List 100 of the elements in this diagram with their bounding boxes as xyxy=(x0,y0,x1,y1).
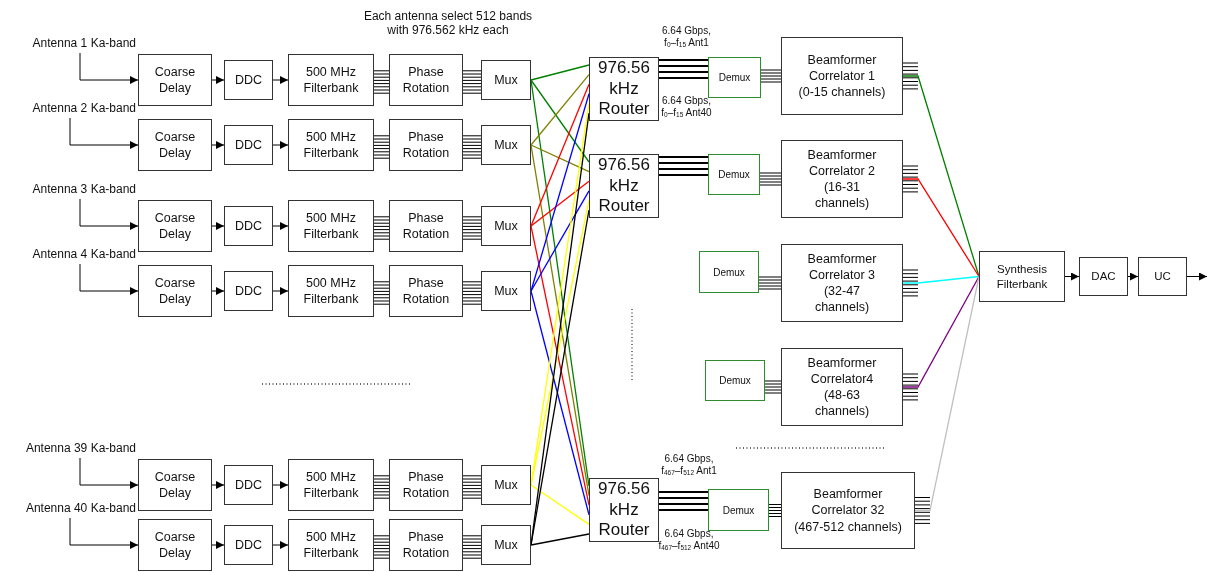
mux-box xyxy=(481,125,531,165)
arrow xyxy=(272,287,289,295)
block-label: Mux xyxy=(494,71,518,89)
filterbank-box xyxy=(288,519,374,571)
demux-box xyxy=(708,57,761,98)
arrow xyxy=(272,141,289,149)
note-text: 6.64 Gbps, f$_{0}$–f$_{15}$ Ant40 xyxy=(660,95,713,118)
block-label: Coarse Delay xyxy=(153,63,197,97)
block-label: 976.56 kHz Router xyxy=(597,479,651,541)
arrow xyxy=(1127,272,1139,281)
mux-box xyxy=(481,60,531,100)
coarse-delay-box xyxy=(138,119,212,171)
block-label: Beamformer Correlator 1 (0-15 channels) xyxy=(797,51,887,101)
connector-line xyxy=(530,93,590,292)
arrow xyxy=(211,76,225,84)
bus-lines xyxy=(373,70,390,94)
router-box xyxy=(589,478,659,542)
block-label: Mux xyxy=(494,476,518,494)
router-box xyxy=(589,57,659,121)
bus-lines xyxy=(373,475,390,499)
block-label: Coarse Delay xyxy=(153,528,197,562)
block-label: UC xyxy=(1154,269,1171,284)
demux-box xyxy=(708,154,760,195)
block-label: Phase Rotation xyxy=(401,128,451,162)
coarse-delay-box xyxy=(138,265,212,317)
phase-rotation-box xyxy=(389,459,463,511)
arrow xyxy=(272,541,289,549)
block-label: 500 MHz Filterbank xyxy=(302,468,360,502)
connector-line xyxy=(530,180,590,227)
block-label: Mux xyxy=(494,536,518,554)
upconverter-box xyxy=(1138,257,1187,296)
antenna-label: Antenna 2 Ka-band xyxy=(10,100,136,116)
ddc-box xyxy=(224,60,273,100)
block-label: Phase Rotation xyxy=(401,528,451,562)
bus-lines xyxy=(759,172,782,186)
arrow xyxy=(211,541,225,549)
block-label: Phase Rotation xyxy=(401,274,451,308)
bus-lines xyxy=(373,135,390,159)
bus-lines xyxy=(462,475,482,499)
block-label: Phase Rotation xyxy=(401,63,451,97)
arrow xyxy=(69,517,139,549)
mux-box xyxy=(481,525,531,565)
phase-rotation-box xyxy=(389,119,463,171)
bus-lines xyxy=(760,69,782,83)
connector-line xyxy=(902,178,980,278)
arrow xyxy=(211,141,225,149)
bus-lines xyxy=(462,535,482,559)
mux-box xyxy=(481,271,531,311)
block-label: DDC xyxy=(234,217,263,235)
beamformer-box xyxy=(781,244,903,322)
arrow xyxy=(79,52,139,84)
block-label: Coarse Delay xyxy=(153,274,197,308)
connector-line xyxy=(902,275,980,388)
connector-line xyxy=(530,83,590,227)
bus-lines xyxy=(768,504,782,517)
beamformer-box xyxy=(781,140,903,218)
coarse-delay-box xyxy=(138,200,212,252)
bus-lines xyxy=(764,380,782,394)
bus-lines xyxy=(658,156,709,176)
block-label: Mux xyxy=(494,136,518,154)
antenna-label: Antenna 4 Ka-band xyxy=(10,246,136,262)
coarse-delay-box xyxy=(138,519,212,571)
block-label: Synthesis Filterbank xyxy=(995,261,1049,292)
ddc-box xyxy=(224,525,273,565)
bus-lines xyxy=(462,135,482,159)
router-box xyxy=(589,154,659,218)
demux-box xyxy=(708,489,769,531)
arrow xyxy=(79,198,139,230)
arrow xyxy=(272,481,289,489)
note-text: 6.64 Gbps, f$_{467}$–f$_{512}$ Ant40 xyxy=(657,528,721,551)
block-label: DDC xyxy=(234,282,263,300)
arrow xyxy=(69,117,139,149)
note-text: Each antenna select 512 bands with 976.562 kHz each xyxy=(362,10,534,38)
filterbank-box xyxy=(288,200,374,252)
arrow xyxy=(272,76,289,84)
coarse-delay-box xyxy=(138,54,212,106)
connector-line xyxy=(530,64,590,81)
connector-line xyxy=(530,484,590,526)
block-label: 500 MHz Filterbank xyxy=(302,128,360,162)
connector-line xyxy=(914,275,980,512)
block-label: 500 MHz Filterbank xyxy=(302,209,360,243)
beamformer-box xyxy=(781,472,915,549)
block-label: DDC xyxy=(234,476,263,494)
arrow xyxy=(1064,272,1080,281)
note-text: 6.64 Gbps, f$_{467}$–f$_{512}$ Ant1 xyxy=(660,453,718,476)
block-label: Beamformer Correlator 32 (467-512 channels) xyxy=(794,486,902,535)
block-label: Beamformer Correlator 2 (16-31 channels) xyxy=(806,146,878,212)
mux-box xyxy=(481,206,531,246)
bus-lines xyxy=(373,535,390,559)
connector-line xyxy=(530,209,590,546)
filterbank-box xyxy=(288,459,374,511)
ddc-box xyxy=(224,206,273,246)
connector-line xyxy=(530,290,590,516)
block-label: Demux xyxy=(718,168,750,181)
bus-lines xyxy=(373,216,390,240)
block-label: Coarse Delay xyxy=(153,468,197,502)
antenna-label: Antenna 3 Ka-band xyxy=(10,181,136,197)
ddc-box xyxy=(224,465,273,505)
block-label: 976.56 kHz Router xyxy=(597,155,651,217)
arrow xyxy=(272,222,289,230)
